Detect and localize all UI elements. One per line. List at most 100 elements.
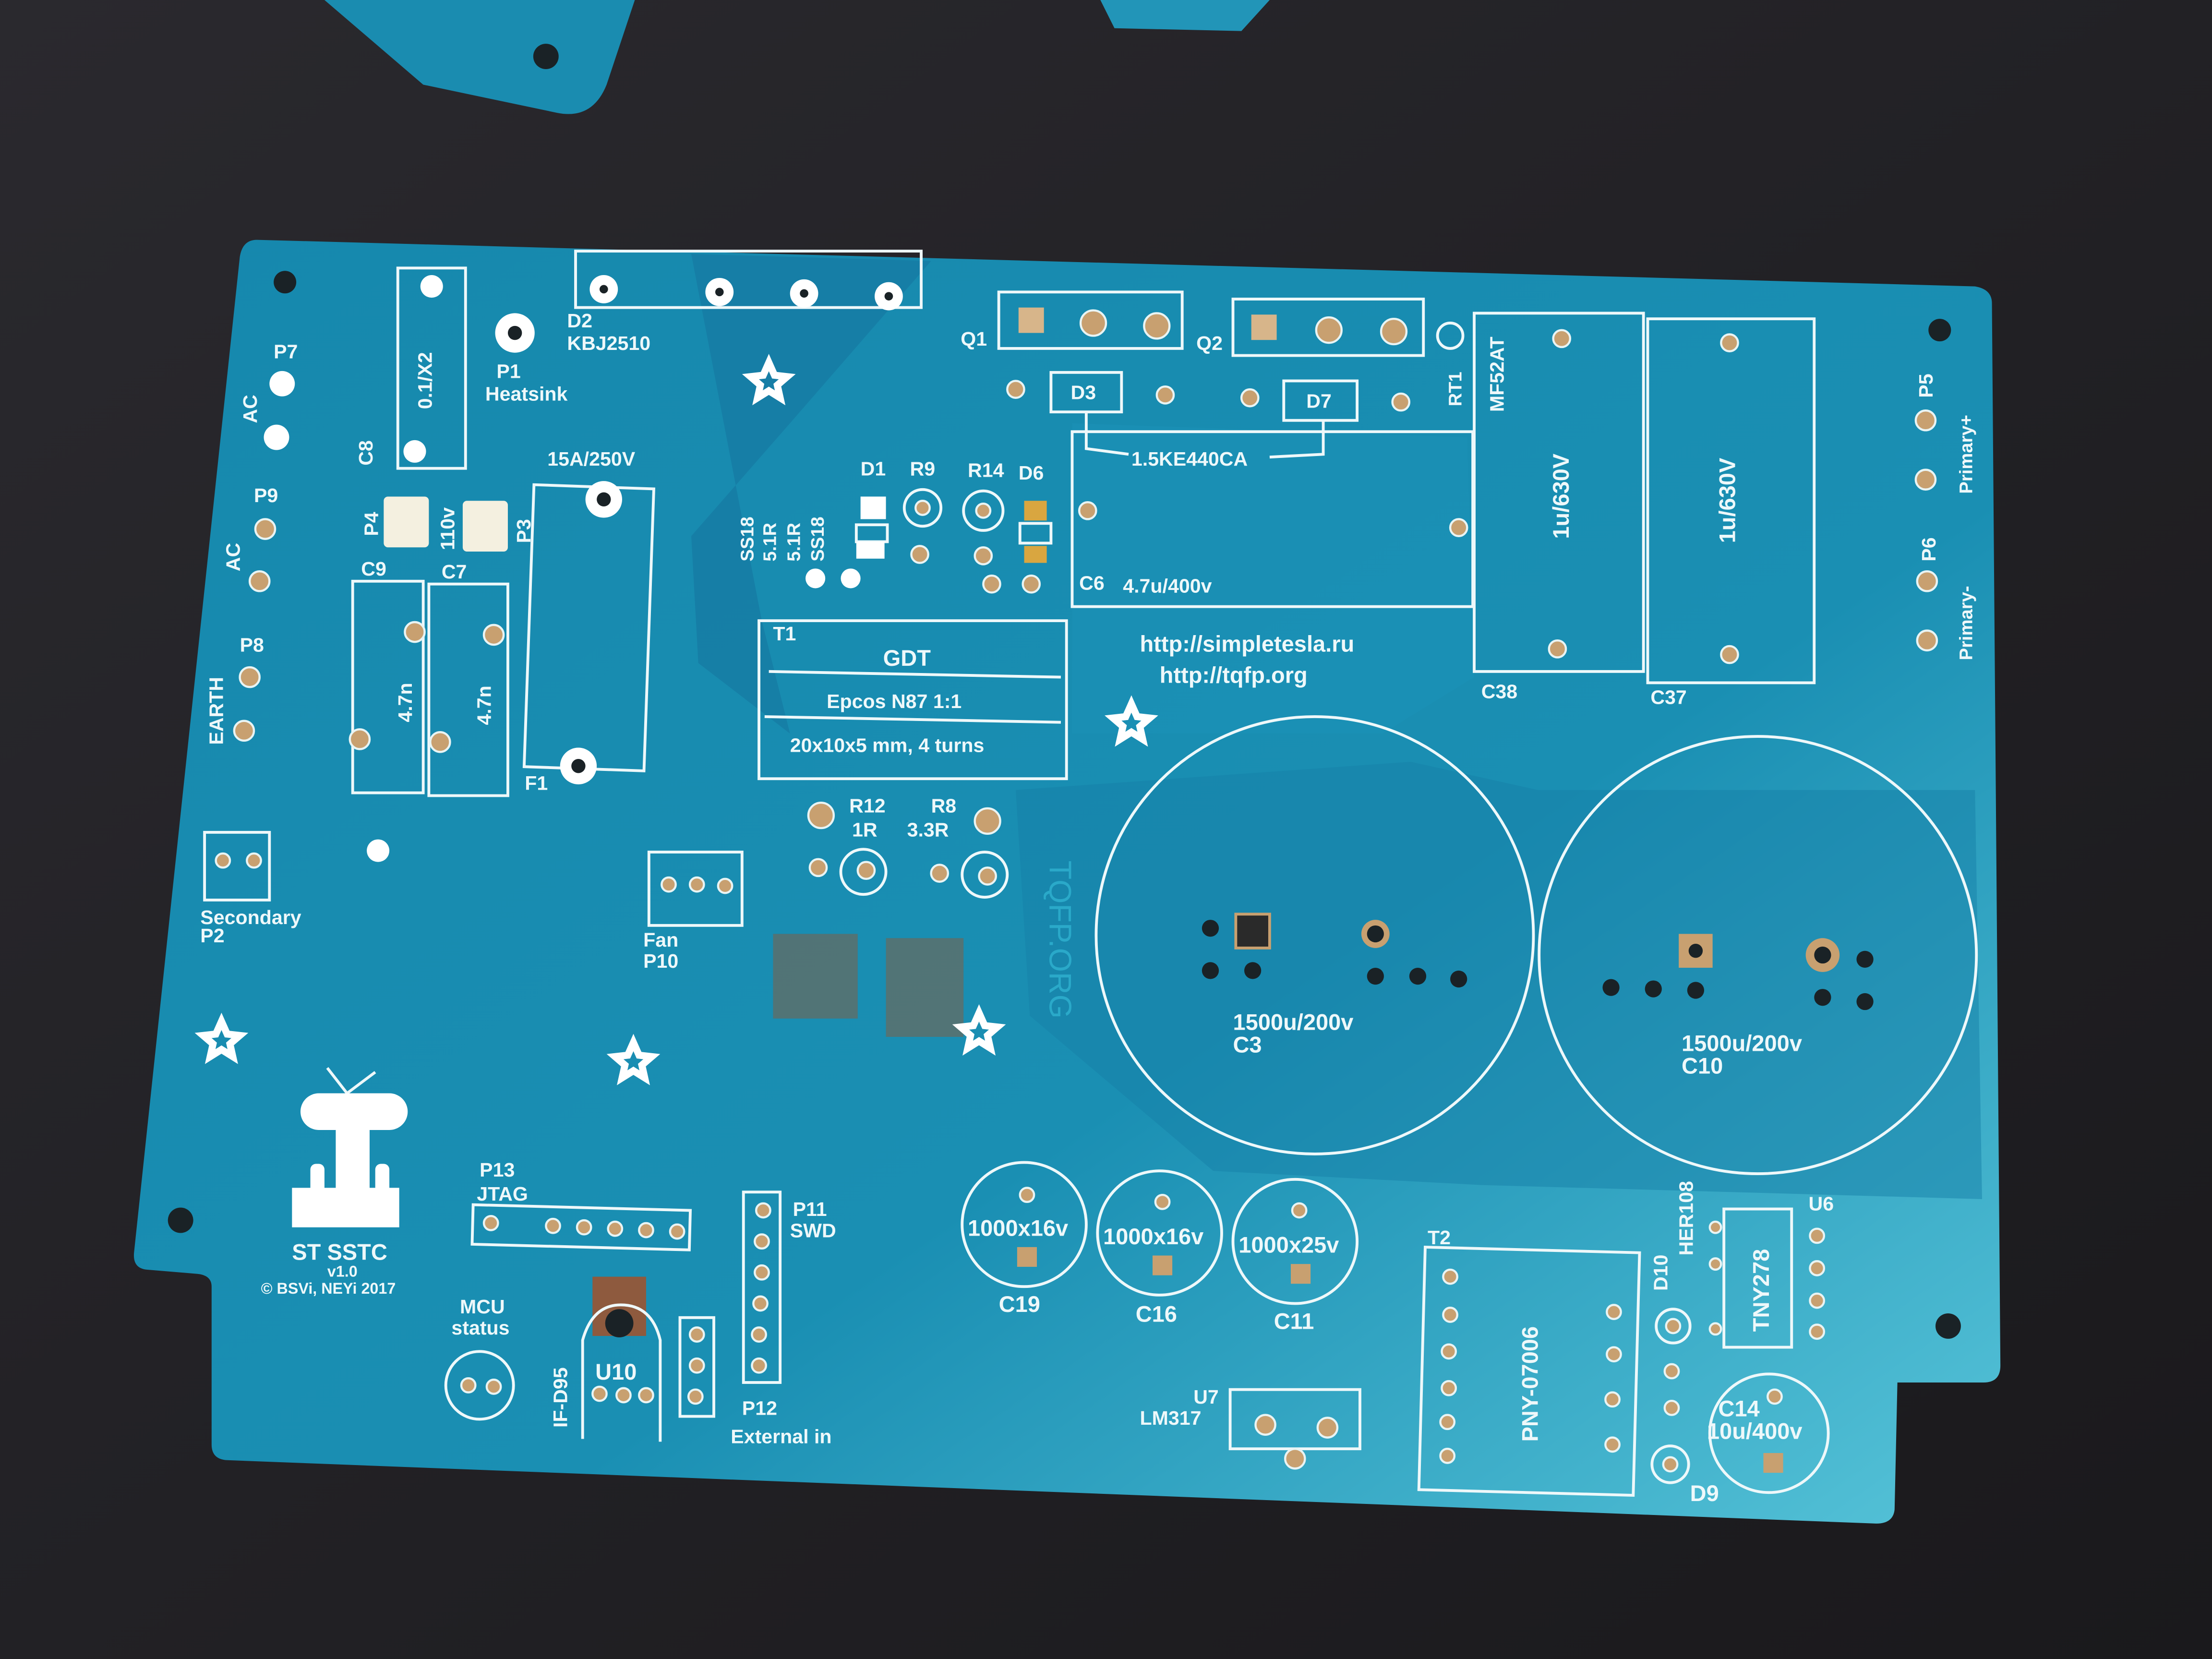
label-u6: U6 xyxy=(1809,1192,1834,1214)
q1-outline xyxy=(997,290,1184,350)
label-r9: R9 xyxy=(910,457,936,480)
via-array xyxy=(773,934,964,1037)
label-r8-value: 3.3R xyxy=(907,819,949,841)
label-f1: F1 xyxy=(525,772,548,794)
label-earth: EARTH xyxy=(205,677,227,745)
p7-pad xyxy=(269,371,295,397)
label-fan: Fan xyxy=(643,929,678,951)
label-c10-value: 1500u/200v xyxy=(1682,1030,1802,1056)
c19-outline xyxy=(961,1161,1088,1288)
c7-outline xyxy=(427,582,509,797)
label-c8-value: 0.1/X2 xyxy=(414,352,436,409)
label-c38: C38 xyxy=(1481,681,1517,703)
q2-outline xyxy=(1231,298,1425,357)
label-c9-value: 4.7n xyxy=(394,683,416,722)
label-r14: R14 xyxy=(968,459,1004,481)
label-gdt: GDT xyxy=(883,645,931,671)
label-version: v1.0 xyxy=(327,1263,358,1280)
star-decorations xyxy=(194,354,1158,1085)
label-p11: P11 xyxy=(793,1198,827,1220)
label-c19-value: 1000x16v xyxy=(968,1215,1068,1240)
label-u10: U10 xyxy=(595,1359,637,1384)
label-c6: C6 xyxy=(1079,572,1105,594)
label-c16-value: 1000x16v xyxy=(1103,1224,1203,1249)
label-if-d95: IF-D95 xyxy=(549,1367,571,1428)
label-c6-value: 4.7u/400v xyxy=(1123,575,1212,597)
label-c3: C3 xyxy=(1233,1032,1262,1057)
label-d1: D1 xyxy=(861,457,886,480)
label-c10: C10 xyxy=(1682,1053,1723,1078)
p8-pad xyxy=(239,666,261,688)
label-c14: C14 xyxy=(1718,1396,1759,1421)
d1-pad xyxy=(860,496,886,519)
label-q2: Q2 xyxy=(1196,332,1223,354)
p12-header xyxy=(678,1316,715,1418)
label-c7-value: 4.7n xyxy=(473,685,495,725)
c16-outline xyxy=(1096,1169,1223,1297)
label-rt1: RT1 xyxy=(1445,372,1466,406)
c9-outline xyxy=(351,579,425,794)
label-p12: P12 xyxy=(742,1397,777,1419)
label-mcu: MCU xyxy=(460,1296,505,1318)
c10-outline xyxy=(1538,735,1978,1175)
u6-outline xyxy=(1722,1207,1793,1349)
label-p13: P13 xyxy=(480,1159,515,1181)
label-external-in: External in xyxy=(731,1425,831,1447)
label-c37-value: 1u/630V xyxy=(1715,457,1740,543)
label-c11-value: 1000x25v xyxy=(1238,1232,1339,1258)
label-p2: P2 xyxy=(200,925,224,947)
copper-pour xyxy=(1072,423,1475,734)
label-q1: Q1 xyxy=(961,328,987,350)
label-d3: D3 xyxy=(1071,382,1096,404)
c3-outline xyxy=(1094,715,1535,1155)
c14-outline xyxy=(1708,1372,1830,1494)
label-lm317: LM317 xyxy=(1140,1407,1202,1429)
label-status: status xyxy=(451,1317,509,1339)
p9-pad xyxy=(254,518,276,540)
p11-swd-header xyxy=(742,1190,782,1384)
tesla-coil-logo xyxy=(292,1067,408,1227)
label-t2: T2 xyxy=(1428,1226,1451,1249)
d7-outline xyxy=(1282,379,1359,422)
label-r8: R8 xyxy=(931,795,957,817)
t1-gdt-outline xyxy=(757,619,1068,781)
label-d7: D7 xyxy=(1306,390,1332,412)
p10-fan-outline xyxy=(647,851,744,927)
label-c14-value: 10u/400v xyxy=(1707,1419,1803,1444)
label-fuse-rating: 15A/250V xyxy=(547,448,635,470)
mcu-status-led-outline xyxy=(444,1350,515,1421)
label-kbj2510: KBJ2510 xyxy=(567,332,650,354)
label-r12-value: 1R xyxy=(852,819,878,841)
label-ss18-1: SS18 xyxy=(737,517,757,561)
label-c8: C8 xyxy=(355,440,377,466)
label-d6: D6 xyxy=(1019,462,1044,484)
t2-outline xyxy=(1417,1245,1641,1497)
label-url-tqfp: http://tqfp.org xyxy=(1160,662,1308,687)
label-c38-value: 1u/630V xyxy=(1548,453,1574,539)
label-primary-plus: Primary+ xyxy=(1956,415,1976,494)
label-her108: HER108 xyxy=(1675,1181,1697,1255)
label-1-5ke440ca: 1.5KE440CA xyxy=(1131,448,1248,470)
label-c16: C16 xyxy=(1136,1301,1177,1327)
label-c9: C9 xyxy=(361,558,386,580)
other-pcb-top-right xyxy=(1100,0,1270,31)
label-c37: C37 xyxy=(1650,686,1686,708)
label-copyright: © BSVi, NEYi 2017 xyxy=(261,1280,396,1297)
p2-outline xyxy=(203,830,271,902)
c8-outline xyxy=(396,266,467,470)
label-5-1r-1: 5.1R xyxy=(759,523,780,562)
label-tqfp-org: TQFP.ORG xyxy=(1043,861,1078,1019)
label-c19: C19 xyxy=(999,1291,1040,1317)
label-core: Epcos N87 1:1 xyxy=(827,690,962,712)
r8-outline xyxy=(961,851,1009,899)
label-ac-1: AC xyxy=(239,395,261,423)
label-p1: P1 xyxy=(496,361,520,383)
rt1-outline xyxy=(1436,322,1465,350)
p13-jtag-header xyxy=(470,1203,692,1251)
label-swd: SWD xyxy=(790,1219,836,1241)
copper-pour xyxy=(1015,761,1982,1199)
label-st-sstc: ST SSTC xyxy=(292,1239,387,1264)
label-d10: D10 xyxy=(1650,1255,1672,1291)
label-tny278: TNY278 xyxy=(1748,1249,1774,1332)
label-c7: C7 xyxy=(442,561,467,583)
